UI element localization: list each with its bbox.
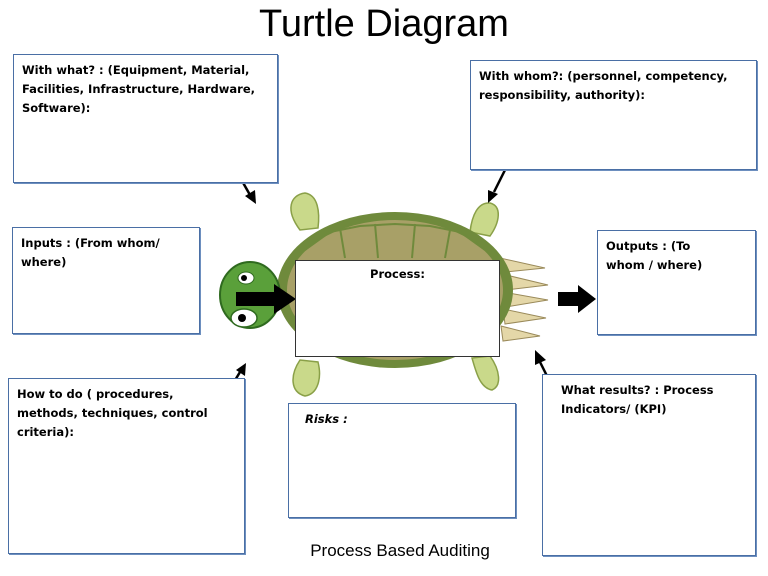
turtle-back-left-leg	[292, 359, 321, 397]
how-to-box: How to do ( procedures, methods, techniq…	[8, 378, 245, 554]
turtle-front-left-leg	[290, 192, 320, 231]
input-arrow	[236, 284, 296, 314]
inputs-label: Inputs : (From whom/ where)	[21, 236, 160, 269]
how-to-label: How to do ( procedures, methods, techniq…	[17, 387, 208, 439]
turtle-back-right-leg	[471, 355, 500, 391]
results-box: What results? : Process Indicators/ (KPI…	[542, 374, 756, 556]
process-box: Process:	[295, 260, 500, 357]
with-what-box: With what? : (Equipment, Material, Facil…	[13, 54, 278, 183]
risks-box: Risks :	[288, 403, 516, 518]
diagram-footer: Process Based Auditing	[310, 541, 490, 560]
turtle-front-right-leg	[469, 202, 499, 237]
output-arrow	[558, 285, 596, 313]
with-whom-label: With whom?: (personnel, competency, resp…	[479, 69, 728, 102]
results-label: What results? : Process Indicators/ (KPI…	[561, 383, 714, 416]
with-what-label: With what? : (Equipment, Material, Facil…	[22, 63, 255, 115]
diagram-title: Turtle Diagram	[259, 3, 509, 45]
outputs-box: Outputs : (To whom / where)	[597, 230, 756, 335]
risks-label: Risks :	[305, 412, 348, 426]
process-label: Process:	[370, 267, 425, 281]
inputs-box: Inputs : (From whom/ where)	[12, 227, 200, 334]
outputs-label: Outputs : (To whom / where)	[606, 239, 703, 272]
with-whom-box: With whom?: (personnel, competency, resp…	[470, 60, 757, 170]
connector-arrow-with-whom	[488, 169, 507, 203]
